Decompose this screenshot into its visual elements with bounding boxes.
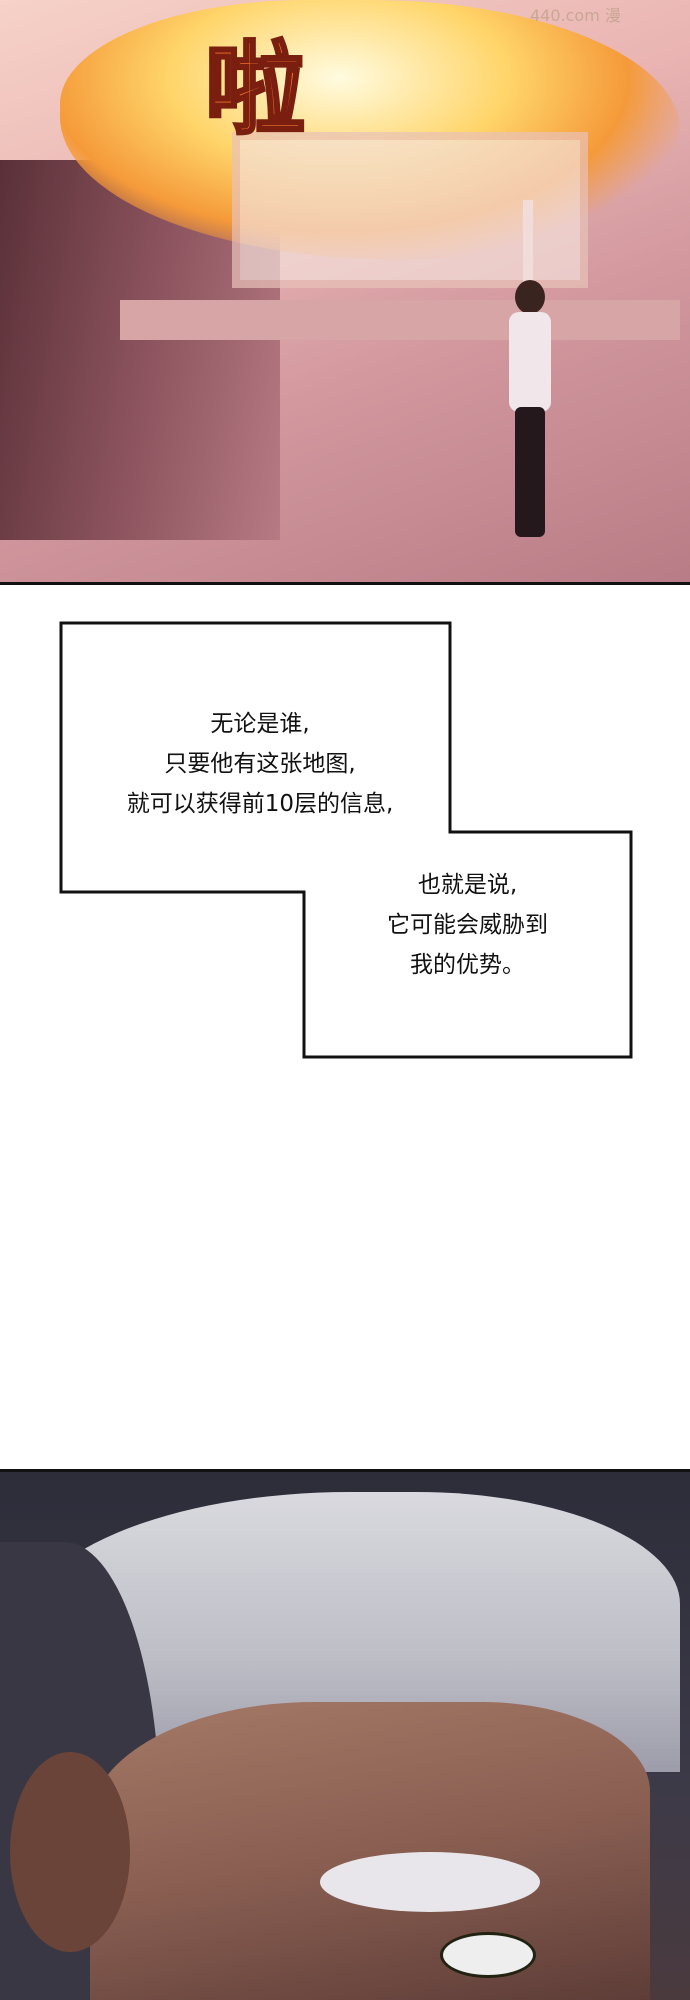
- narration-line: 也就是说,: [417, 872, 518, 898]
- narration-line: 就可以获得前10层的信息,: [126, 791, 394, 817]
- character-head: [515, 280, 545, 314]
- character-body: [509, 312, 551, 412]
- watermark: 440.com 漫: [530, 6, 621, 25]
- comic-panel-fire-scene: 啦 440.com 漫: [0, 0, 690, 585]
- narration-text-1: 无论是谁, 只要他有这张地图, 就可以获得前10层的信息,: [60, 704, 460, 824]
- ear: [10, 1752, 130, 1952]
- sound-effect-text: 啦: [204, 30, 307, 150]
- narration-line: 只要他有这张地图,: [164, 751, 356, 777]
- eye: [440, 1932, 536, 1978]
- hanging-character: [505, 200, 565, 560]
- ceiling-beam: [120, 300, 680, 340]
- eyebrow: [320, 1852, 540, 1912]
- narration-text-2: 也就是说, 它可能会威胁到 我的优势。: [310, 865, 625, 985]
- narration-line: 无论是谁,: [210, 711, 310, 737]
- narration-box: 无论是谁, 只要他有这张地图, 就可以获得前10层的信息, 也就是说, 它可能会…: [0, 600, 690, 1070]
- narration-box-outline: [59, 621, 633, 1059]
- face: [90, 1702, 650, 2000]
- character-arm: [523, 200, 533, 290]
- narration-line: 我的优势。: [410, 952, 525, 978]
- character-legs: [515, 407, 545, 537]
- comic-panel-old-man-closeup: [0, 1469, 690, 2000]
- narration-line: 它可能会威胁到: [387, 912, 548, 938]
